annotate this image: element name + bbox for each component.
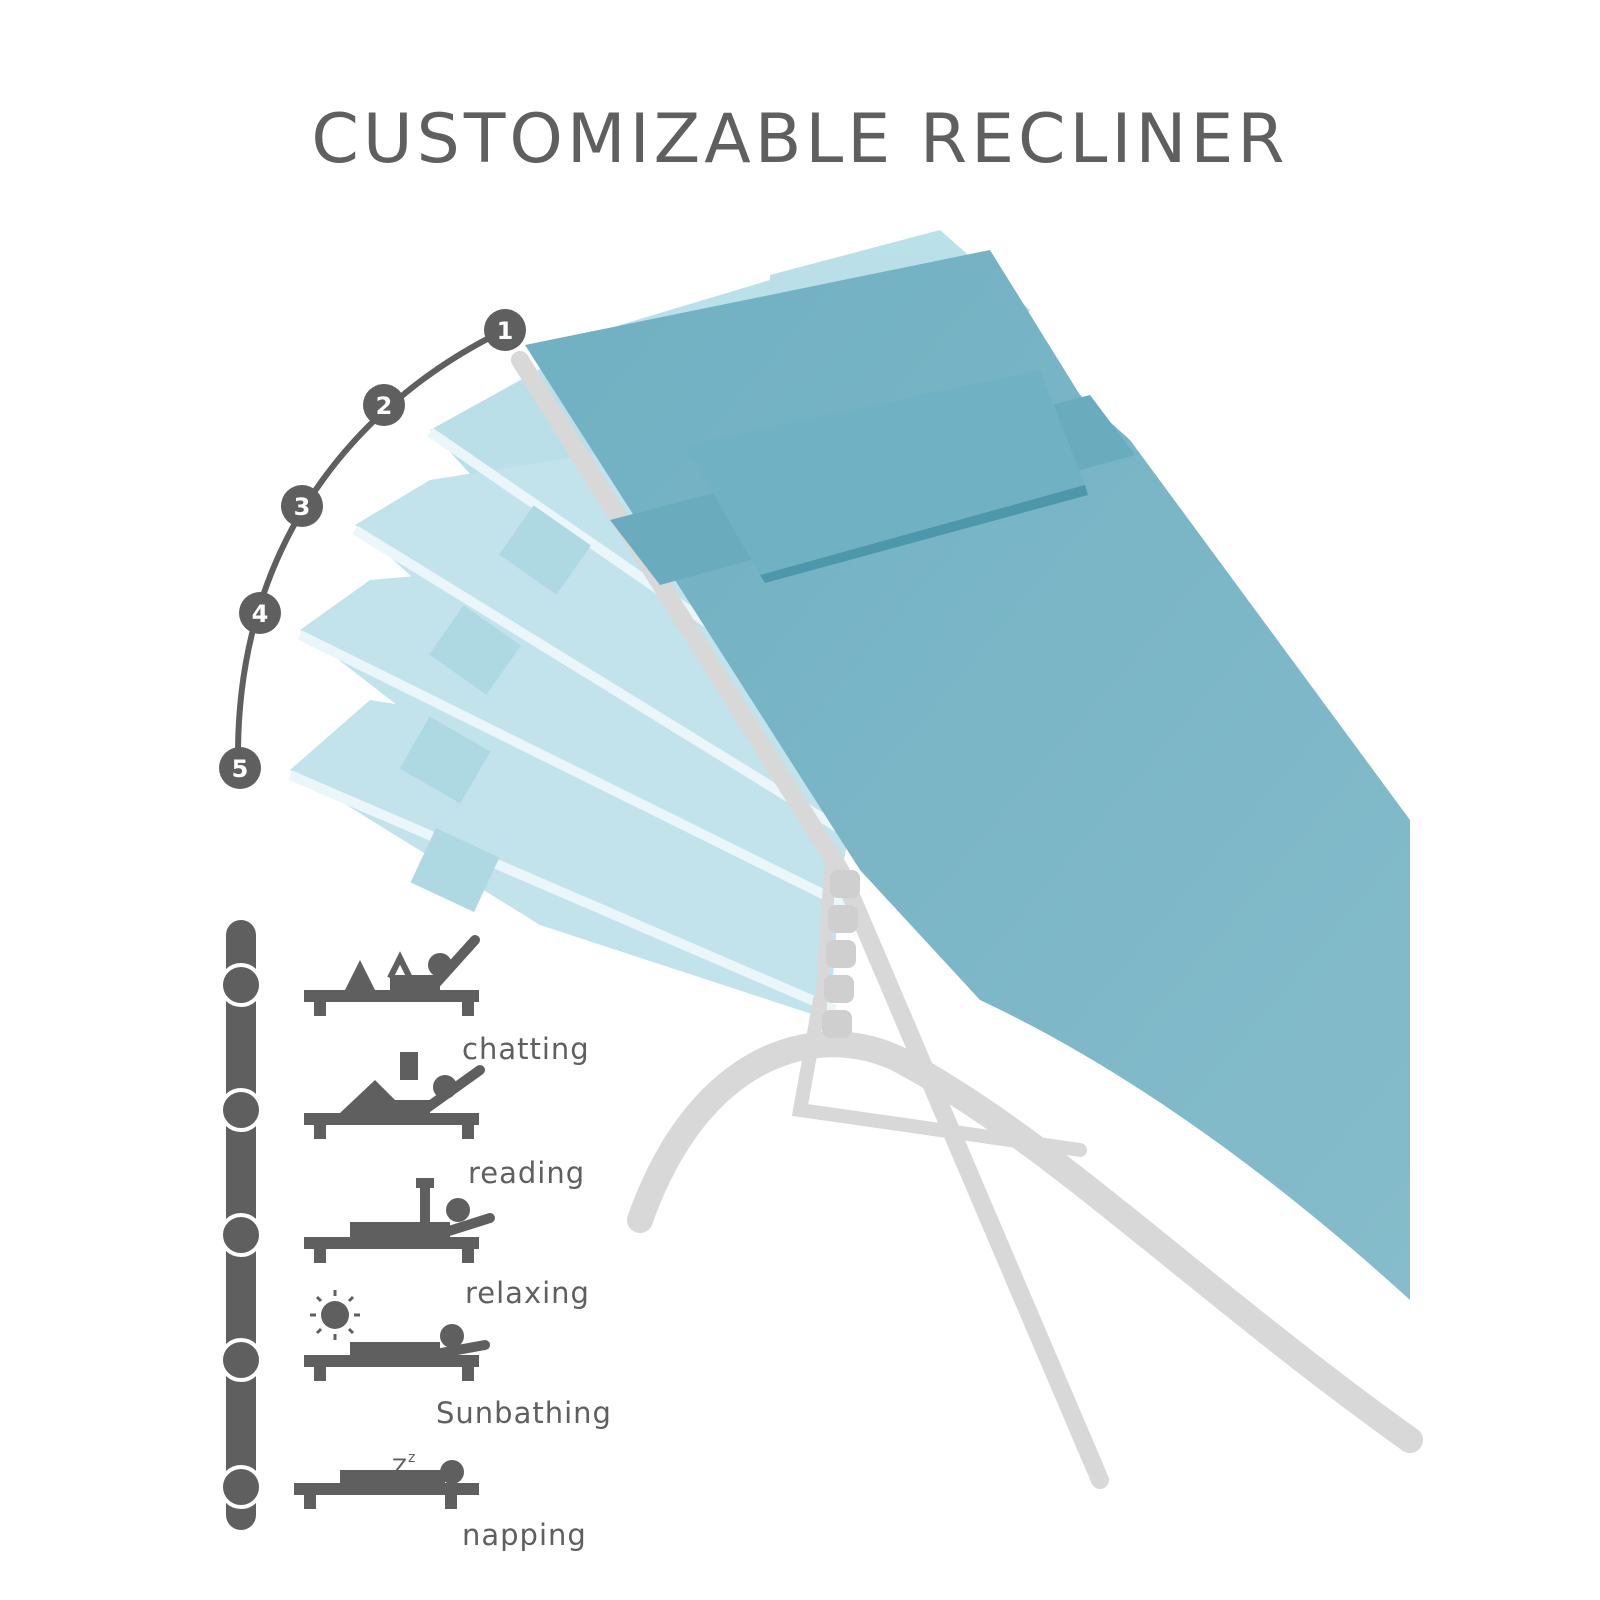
svg-text:5: 5 (232, 755, 249, 783)
svg-text:1: 1 (497, 317, 514, 345)
page-title: CUSTOMIZABLE RECLINER (311, 100, 1289, 179)
mode-label-relaxing: relaxing (465, 1276, 590, 1310)
mode-marker-chatting (219, 963, 263, 1007)
svg-text:z: z (408, 1450, 415, 1466)
ratchet (822, 870, 860, 1038)
pillow-shadow (760, 485, 1088, 583)
svg-text:4: 4 (252, 600, 269, 628)
mode-marker-sunbathing (219, 1338, 263, 1382)
mode-label-napping: napping (462, 1518, 587, 1552)
lounger-relaxing-icon (304, 1178, 495, 1263)
sun-icon (321, 1301, 349, 1329)
mode-label-sunbathing: Sunbathing (436, 1396, 612, 1430)
mode-marker-napping (219, 1465, 263, 1509)
pillow (685, 370, 1085, 575)
lounger-chatting-icon (304, 935, 480, 1016)
position-number-4: 4 (239, 592, 281, 634)
ghost-backrest-5 (300, 560, 850, 880)
position-number-5: 5 (219, 747, 261, 789)
lounger-sunbathing-icon (304, 1290, 490, 1381)
mode-label-chatting: chatting (462, 1032, 590, 1066)
lounger-reading-icon (304, 1052, 485, 1139)
mode-label-reading: reading (468, 1156, 586, 1190)
position-number-1: 1 (484, 309, 526, 351)
lounger-napping-icon: Z z (294, 1450, 479, 1509)
mode-marker-reading (219, 1088, 263, 1132)
position-number-2: 2 (363, 384, 405, 426)
mode-marker-relaxing (219, 1213, 263, 1257)
svg-text:3: 3 (294, 493, 311, 521)
svg-text:2: 2 (376, 392, 393, 420)
position-number-3: 3 (281, 485, 323, 527)
